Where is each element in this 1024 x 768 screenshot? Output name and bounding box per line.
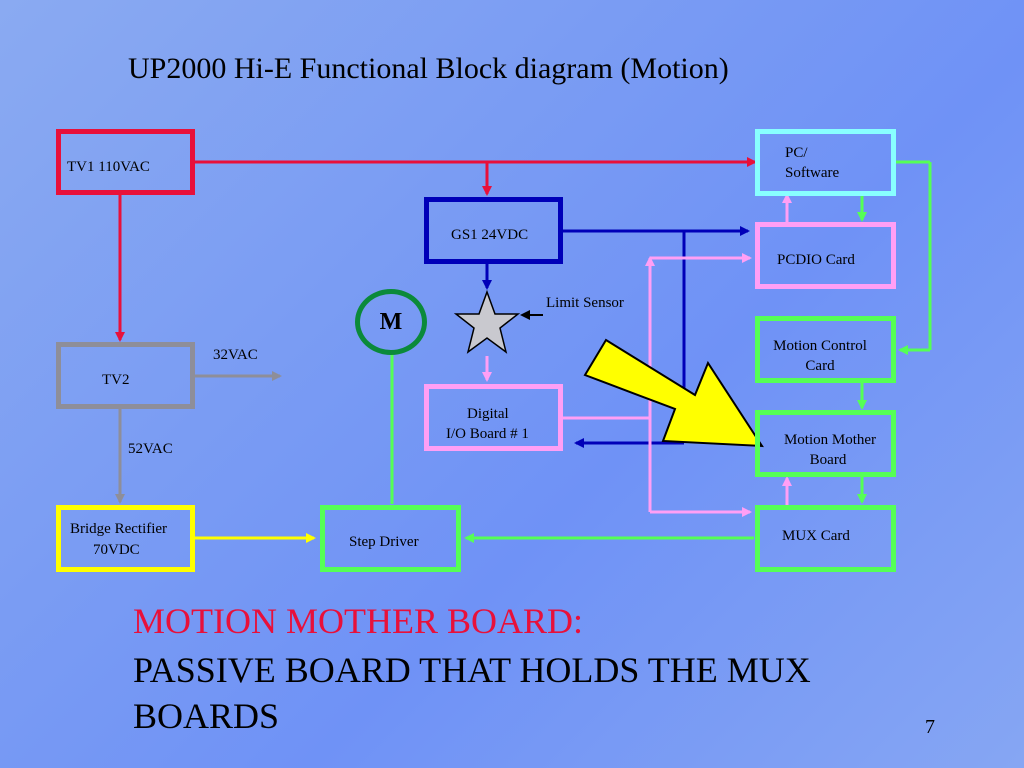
- vac52-label: 52VAC: [128, 441, 173, 457]
- bridge-rectifier-line1: Bridge Rectifier: [70, 521, 168, 537]
- step-driver-label: Step Driver: [349, 534, 419, 550]
- bridge-rectifier-block: [56, 505, 195, 572]
- pc-software-line1: PC/: [785, 145, 808, 161]
- tv2-block: [56, 342, 195, 409]
- bridge-rectifier-line2: 70VDC: [93, 542, 140, 558]
- callout-arrow: [583, 338, 764, 448]
- callout-heading: MOTION MOTHER BOARD:: [133, 601, 583, 641]
- motion-control-card-block: [755, 316, 896, 383]
- green-signal-lines: [390, 160, 932, 543]
- motion-mother-board-line2: Board: [809, 452, 847, 468]
- slide-title: UP2000 Hi-E Functional Block diagram (Mo…: [128, 52, 729, 85]
- motion-mother-board-line1: Motion Mother: [783, 432, 877, 448]
- red-power-lines: [115, 157, 757, 342]
- gs1-block: [424, 197, 563, 264]
- callout-body: PASSIVE BOARD THAT HOLDS THE MUX BOARDS: [133, 650, 811, 736]
- digital-io-line2: I/O Board # 1: [446, 426, 529, 442]
- gs1-label: GS1 24VDC: [451, 227, 529, 243]
- tv1-block: [56, 129, 195, 195]
- pc-software-block: [755, 129, 896, 196]
- mux-card-block: [755, 505, 896, 572]
- step-driver-block: [320, 505, 461, 572]
- tv2-label: TV2: [102, 372, 130, 388]
- tv1-label: TV1 110VAC: [67, 159, 150, 175]
- page-number: 7: [925, 716, 935, 738]
- pcdio-card-label: PCDIO Card: [777, 252, 855, 268]
- pc-software-line2: Software: [785, 165, 840, 181]
- pcdio-card-block: [755, 222, 896, 289]
- vac32-label: 32VAC: [213, 347, 258, 363]
- digital-io-block: [424, 384, 563, 451]
- mux-card-label: MUX Card: [782, 528, 850, 544]
- limit-sensor-label: Limit Sensor: [546, 295, 624, 311]
- grey-ac-lines: [115, 371, 282, 504]
- limit-sensor-star-icon: [453, 289, 521, 354]
- motion-control-card-line1: Motion Control: [773, 338, 867, 354]
- digital-io-line1: Digital: [467, 406, 509, 422]
- motion-control-card-line2: Card: [805, 358, 835, 374]
- motor-icon: M: [355, 289, 427, 355]
- motion-mother-board-block: [755, 410, 896, 477]
